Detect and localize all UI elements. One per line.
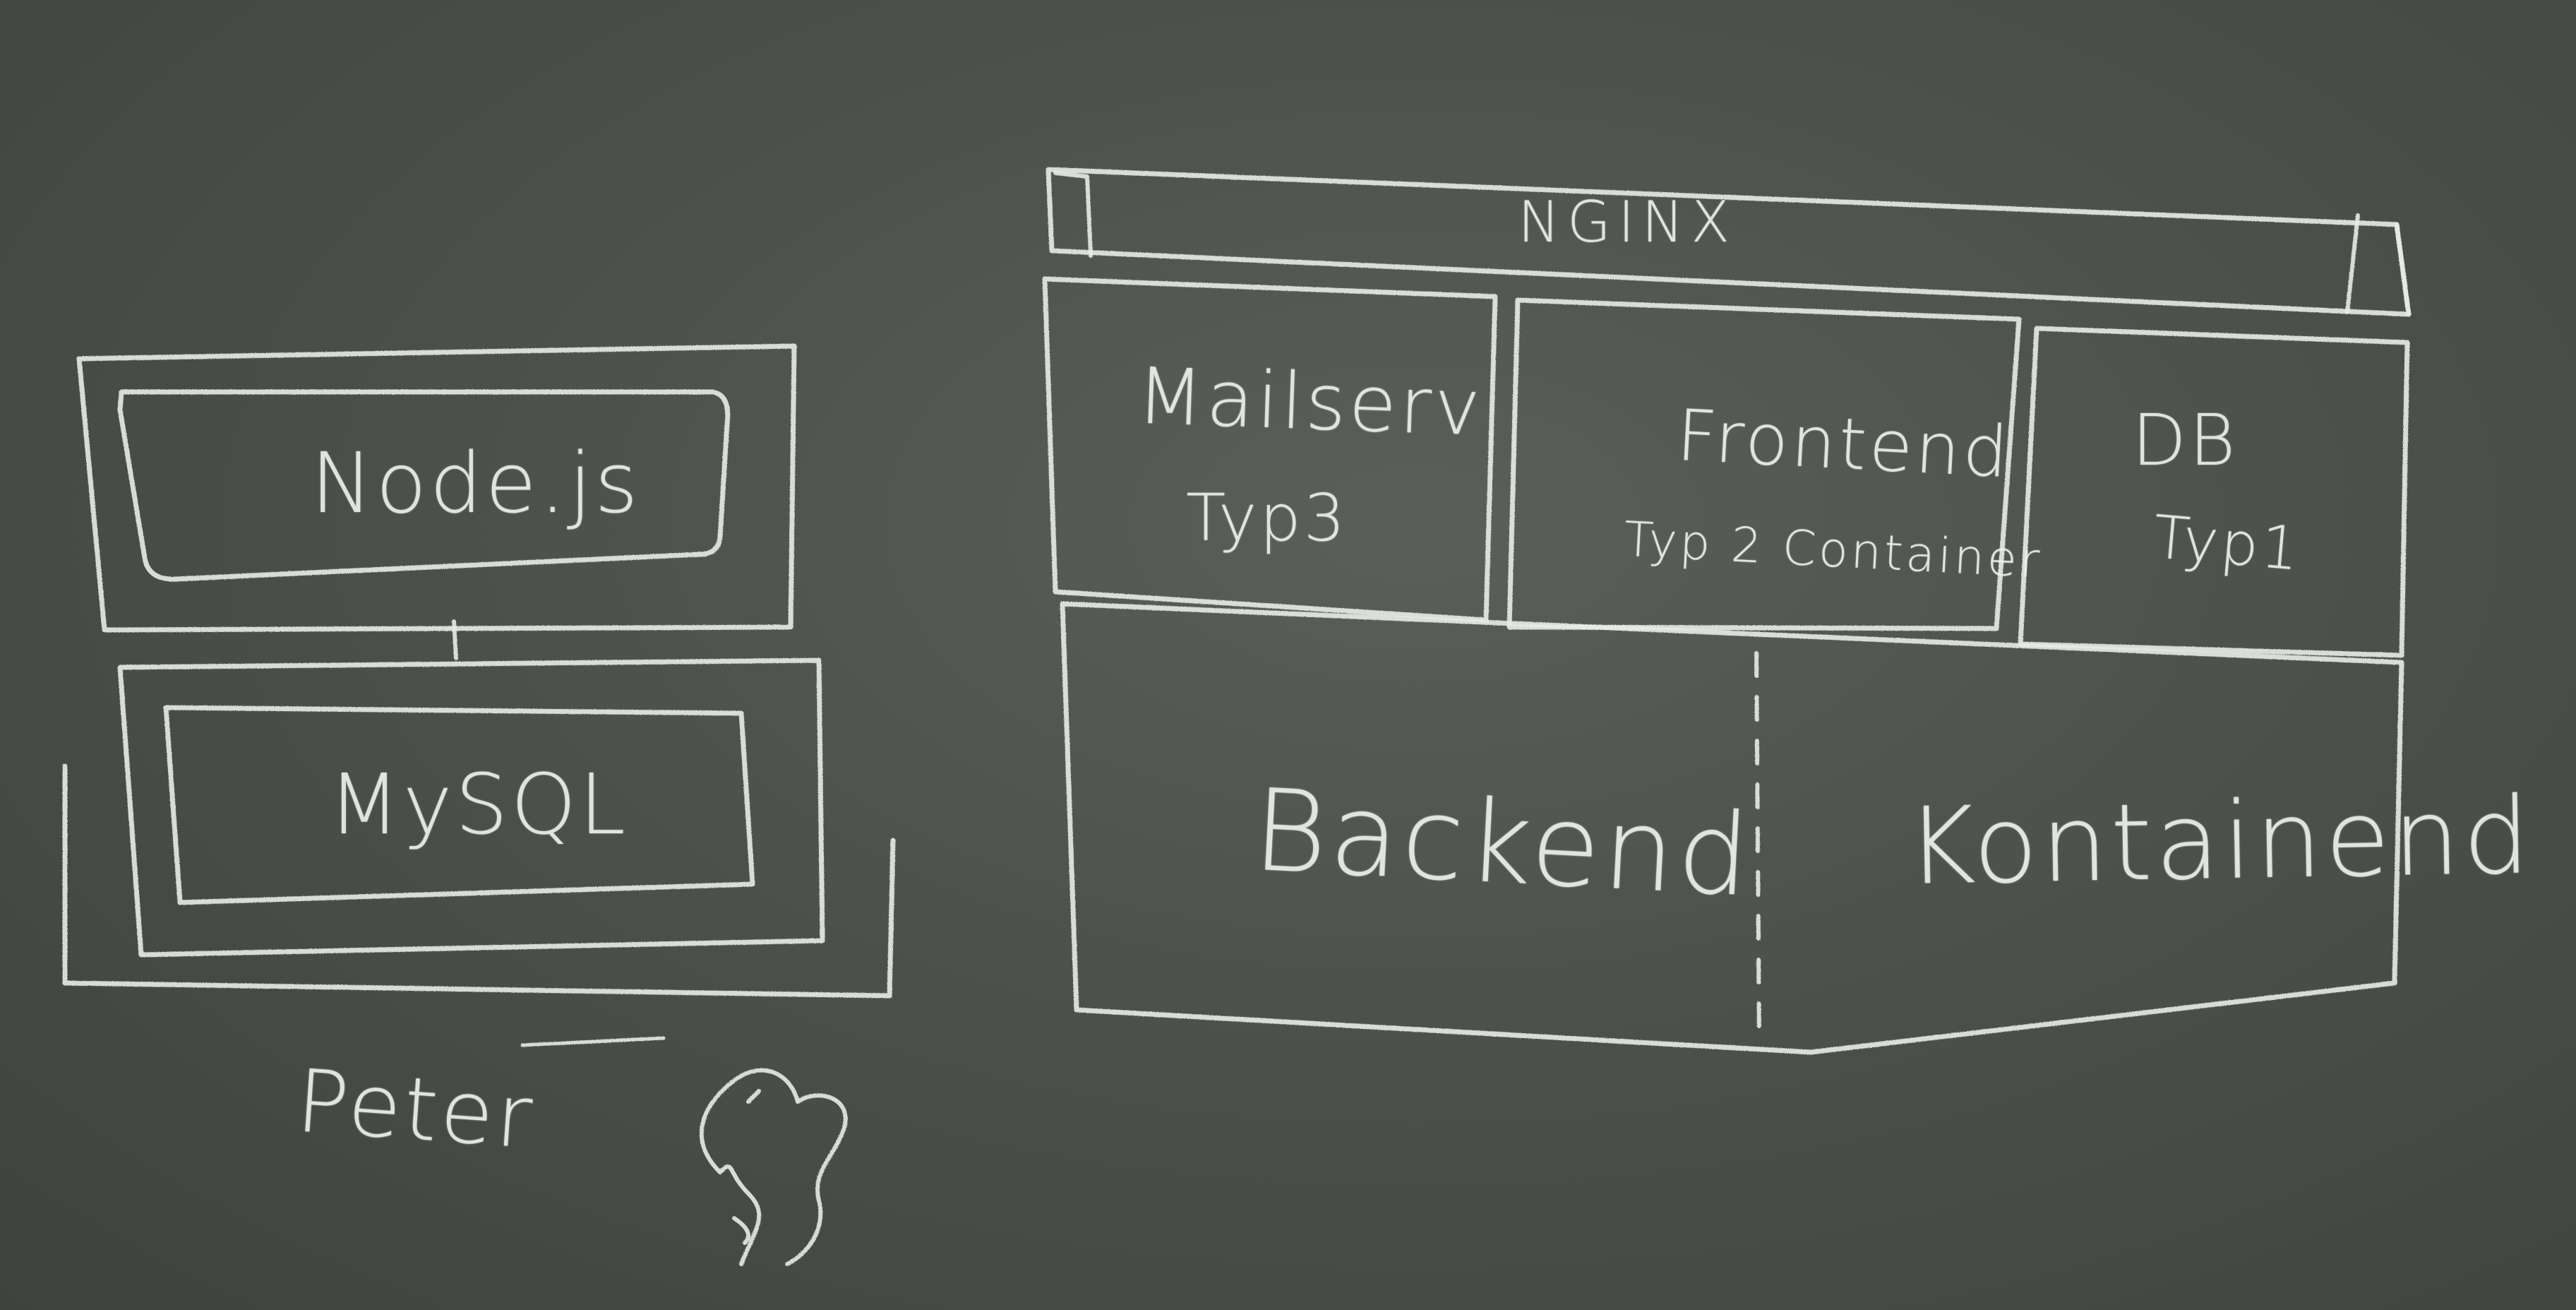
- mailserver-type: Typ3: [1186, 480, 1348, 556]
- backend-label: Backend: [1250, 763, 1756, 922]
- mysql-outer-box: [117, 657, 825, 958]
- name-underline: [520, 1036, 666, 1047]
- db-box: [2018, 326, 2410, 658]
- nginx-label: NGINX: [1518, 189, 1737, 255]
- db-label: DB: [2132, 399, 2239, 482]
- nginx-right-cap: [2345, 213, 2411, 316]
- container-label: Kontainend: [1905, 775, 2534, 909]
- node-inner-box: [117, 389, 731, 582]
- name-label: Peter: [293, 1051, 538, 1168]
- mysql-label: MySQL: [328, 756, 629, 853]
- frontend-box: [1506, 297, 2022, 631]
- node-outer-box: [76, 343, 797, 633]
- nginx-left-cap: [1053, 171, 1093, 258]
- db-type: Typ1: [2150, 502, 2305, 584]
- frontend-label: Frontend: [1675, 393, 2013, 494]
- backend-divider: [1754, 651, 1761, 1046]
- backend-box: [1060, 601, 2404, 1055]
- node-label: Node.js: [311, 434, 641, 532]
- ghost-doodle-icon: [699, 1068, 848, 1266]
- left-bracket: [62, 763, 896, 999]
- mailserver-label: Mailserv: [1134, 350, 1485, 453]
- mysql-inner-box: [163, 705, 755, 905]
- connector-line: [452, 619, 458, 660]
